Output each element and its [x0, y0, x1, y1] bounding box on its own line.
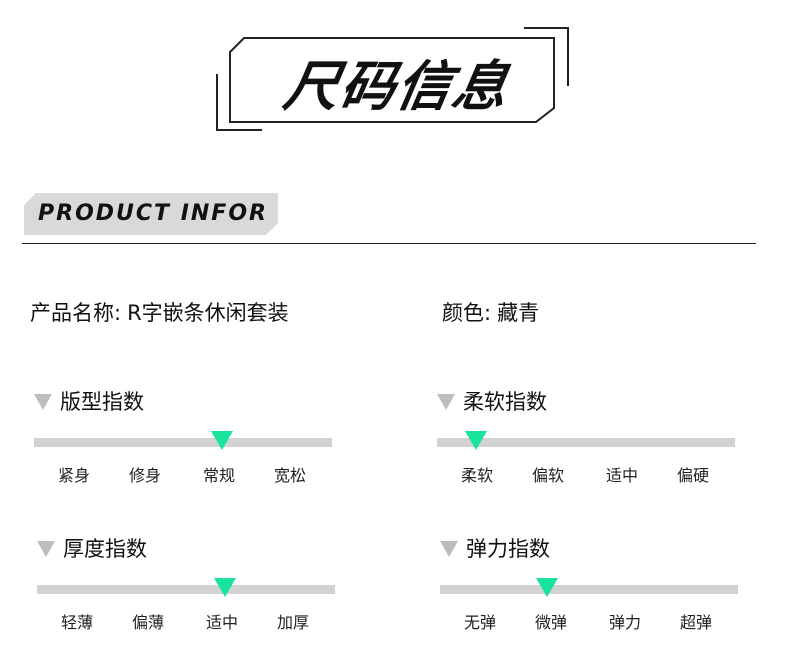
triangle-down-icon: [34, 394, 52, 410]
softness-index: 柔软指数 柔软 偏软 适中 偏硬: [437, 386, 737, 496]
elasticity-option-4: 超弹: [679, 613, 712, 632]
page-title: 尺码信息: [279, 54, 515, 118]
thickness-index: 厚度指数 轻薄 偏薄 适中 加厚: [37, 533, 337, 643]
thickness-index-title: 厚度指数: [63, 537, 147, 561]
section-heading: PRODUCT INFOR: [38, 201, 268, 226]
thickness-index-track: [37, 585, 335, 594]
thickness-option-4: 加厚: [276, 613, 309, 632]
fit-index: 版型指数 紧身 修身 常规 宽松: [34, 386, 334, 496]
product-name-label: 产品名称:: [30, 301, 122, 325]
product-name-value: R字嵌条休闲套装: [127, 301, 289, 325]
softness-option-2: 偏软: [531, 466, 564, 485]
fit-index-track: [34, 438, 332, 447]
fit-option-3: 常规: [202, 466, 235, 485]
section-banner: PRODUCT INFOR: [24, 193, 284, 235]
thickness-option-3: 适中: [205, 613, 238, 632]
fit-index-marker: [211, 431, 233, 450]
thickness-option-2: 偏薄: [131, 613, 164, 632]
softness-option-3: 适中: [605, 466, 638, 485]
elasticity-index-track: [440, 585, 738, 594]
softness-option-1: 柔软: [460, 466, 493, 485]
section-divider: [22, 243, 756, 244]
softness-index-track: [437, 438, 735, 447]
title-badge: 尺码信息: [214, 24, 574, 136]
softness-index-marker: [465, 431, 487, 450]
elasticity-option-2: 微弹: [534, 613, 567, 632]
product-color: 颜色:藏青: [442, 297, 539, 327]
fit-index-heading: 版型指数: [34, 386, 144, 416]
fit-index-title: 版型指数: [60, 390, 144, 414]
elasticity-option-1: 无弹: [463, 613, 496, 632]
triangle-down-icon: [440, 541, 458, 557]
softness-option-4: 偏硬: [676, 466, 709, 485]
product-color-value: 藏青: [497, 301, 540, 325]
elasticity-option-3: 弹力: [608, 613, 641, 632]
elasticity-index-title: 弹力指数: [466, 537, 550, 561]
elasticity-index: 弹力指数 无弹 微弹 弹力 超弹: [440, 533, 740, 643]
section-banner-shape: [24, 193, 278, 235]
thickness-option-1: 轻薄: [60, 613, 93, 632]
softness-index-heading: 柔软指数: [437, 386, 547, 416]
product-name: 产品名称:R字嵌条休闲套装: [30, 297, 289, 327]
elasticity-index-marker: [536, 578, 558, 597]
fit-option-4: 宽松: [273, 466, 306, 485]
triangle-down-icon: [437, 394, 455, 410]
softness-index-title: 柔软指数: [463, 390, 547, 414]
thickness-index-marker: [214, 578, 236, 597]
fit-option-1: 紧身: [57, 466, 90, 485]
triangle-down-icon: [37, 541, 55, 557]
title-frame: [216, 27, 569, 131]
product-color-label: 颜色:: [442, 301, 492, 325]
fit-option-2: 修身: [128, 466, 161, 485]
elasticity-index-heading: 弹力指数: [440, 533, 550, 563]
thickness-index-heading: 厚度指数: [37, 533, 147, 563]
